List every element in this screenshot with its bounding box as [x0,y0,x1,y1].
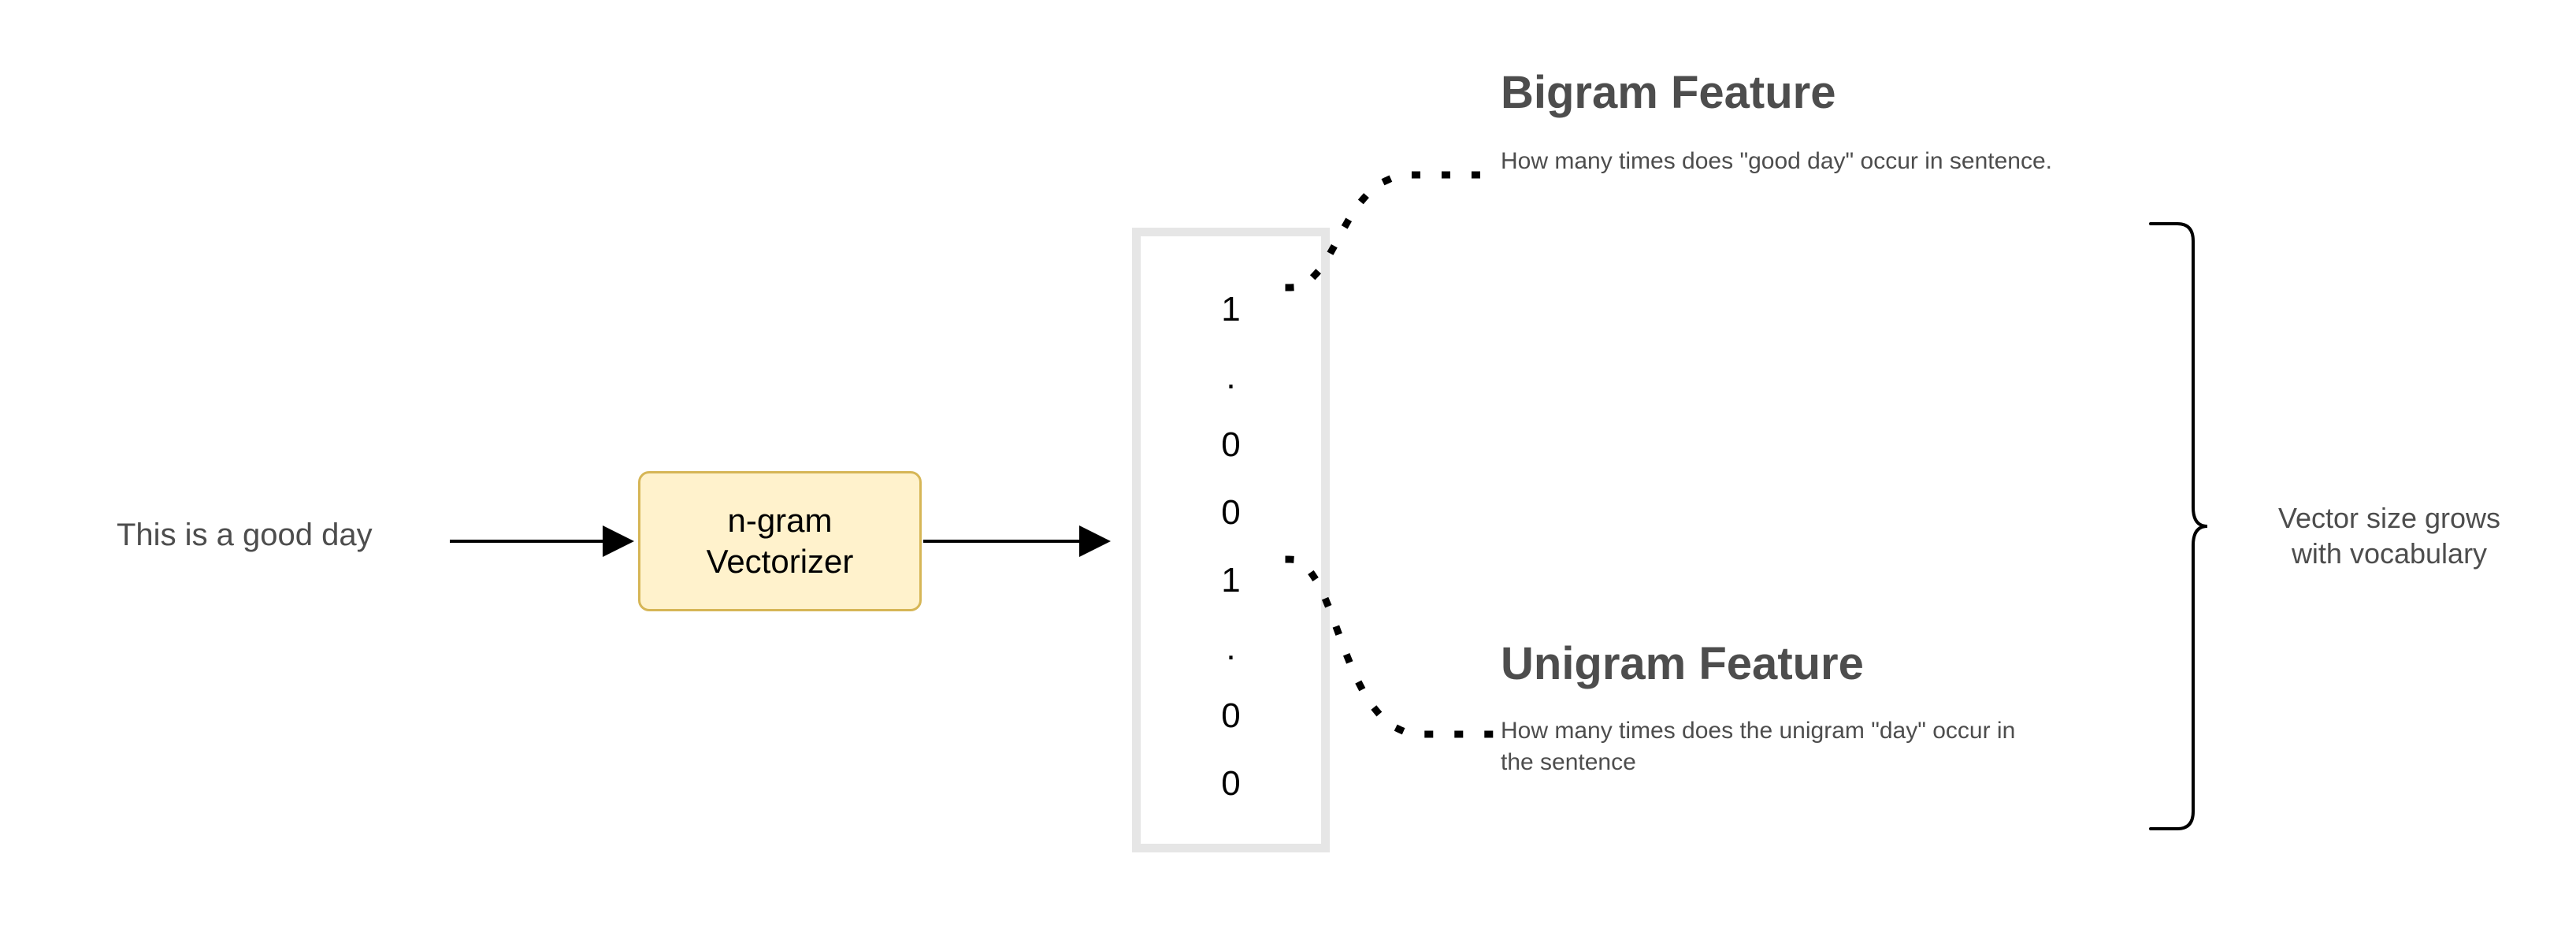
vector-cell: 1 [1221,560,1241,600]
bigram-description: How many times does "good day" occur in … [1501,148,2052,174]
vectorizer-label-line2: Vectorizer [706,543,854,580]
vectorizer-label-line1: n-gram [727,502,833,539]
vector-size-brace [2149,222,2208,830]
vector-size-caption-line1: Vector size grows [2277,502,2501,534]
feature-vector-values: 1 . 0 0 1 . 0 0 [1132,228,1330,852]
ngram-vectorizer-box[interactable]: n-gram Vectorizer [638,471,922,611]
arrow-sentence-to-vectorizer [450,525,634,557]
vector-cell: 0 [1221,492,1241,532]
arrow-vectorizer-to-vector [923,525,1111,557]
bigram-heading: Bigram Feature [1501,67,1836,118]
vector-cell: . [1226,628,1236,667]
vector-cell: 1 [1221,289,1241,329]
feature-vector-box [1132,228,1330,852]
vector-cell: 0 [1221,696,1241,735]
bigram-annotation: Bigram Feature How many times does "good… [1501,67,2052,177]
vector-cell: 0 [1221,763,1241,803]
unigram-description: How many times does the unigram "day" oc… [1501,718,2016,775]
unigram-heading: Unigram Feature [1501,638,1864,689]
vector-cell: . [1226,357,1236,396]
unigram-annotation: Unigram Feature How many times does the … [1501,638,2052,778]
vector-size-caption-line2: with vocabulary [2291,537,2488,570]
vector-cell: 0 [1221,425,1241,464]
vector-size-caption: Vector size grows with vocabulary [2228,500,2551,571]
input-sentence-label: This is a good day [117,518,373,552]
